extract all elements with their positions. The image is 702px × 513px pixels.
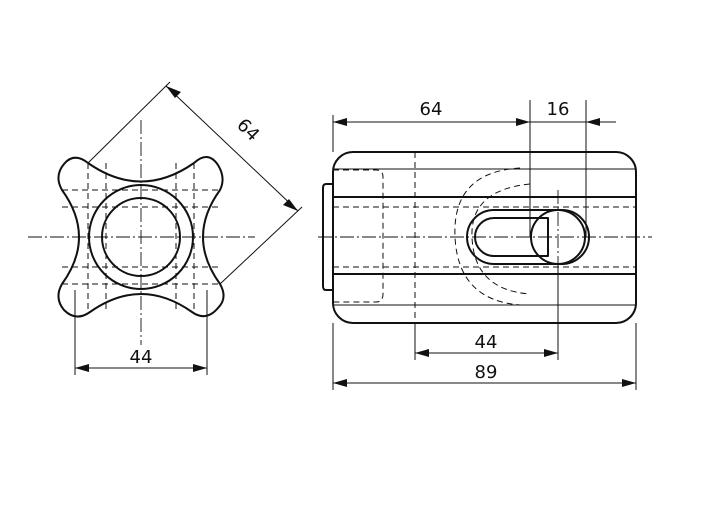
end-view-diagonal-label: 64 [232,115,263,146]
side-view-top-length-label: 64 [420,99,443,120]
side-view-slot-arrow-left [415,349,429,357]
end-view-width-label: 44 [130,347,153,368]
end-view-diagonal-arrow-bottom [283,199,298,211]
end-view-diagonal-extension-bottom [219,206,303,285]
side-view-slot-arrow-right [544,349,558,357]
side-view-hidden-left-pocket [333,169,384,303]
end-view-inner-bore [101,197,181,277]
end-view-diagonal-extension-top [87,81,171,164]
side-view-overall-arrow-right [622,379,636,387]
side-view-left-boss [322,183,334,291]
side-view-slot-offset-label: 16 [547,99,570,120]
side-view-body [332,151,637,324]
side-view-top-arrow-left [333,118,347,126]
end-view-diagonal-arrow-top [166,86,181,98]
side-view-top-arrow-right [586,118,600,126]
side-view-top-arrow-mid [516,118,530,126]
side-view: 64 16 44 89 [318,99,652,390]
end-view: 44 64 [28,81,303,375]
side-view-slot-inner [474,217,549,257]
end-view-width-arrow-right [193,364,207,372]
side-view-hidden-arc [454,167,521,306]
end-view-width-arrow-left [75,364,89,372]
end-view-outer-profile [57,156,225,318]
side-view-overall-length-label: 89 [475,362,498,383]
end-view-outer-bore [88,184,194,290]
side-view-overall-arrow-left [333,379,347,387]
side-view-slot-length-label: 44 [475,332,498,353]
end-view-diagonal-dimension-line [165,85,299,212]
side-view-hidden-arc-inner [471,183,531,295]
